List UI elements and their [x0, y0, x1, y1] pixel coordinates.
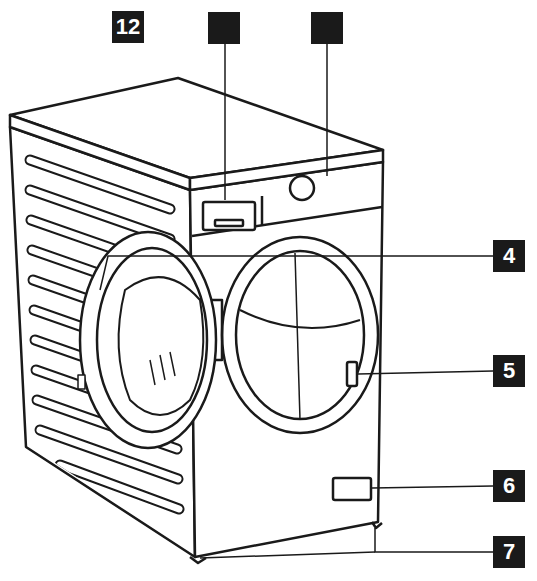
callout-number: 4 — [493, 240, 525, 272]
open-door — [80, 232, 216, 448]
door-handle — [347, 362, 357, 386]
leader-lines — [100, 42, 493, 558]
foot — [372, 522, 382, 528]
callout-number: 12 — [112, 11, 144, 43]
door-opening — [222, 237, 378, 433]
callout-number: 6 — [493, 470, 525, 502]
programme-knob — [290, 176, 314, 200]
callout-box — [208, 12, 240, 44]
callout-box — [311, 12, 343, 44]
detergent-drawer — [203, 202, 255, 230]
callout-number: 7 — [493, 536, 525, 568]
filter-cover — [333, 478, 371, 500]
callout-number: 5 — [493, 355, 525, 387]
front-panel — [190, 162, 383, 557]
